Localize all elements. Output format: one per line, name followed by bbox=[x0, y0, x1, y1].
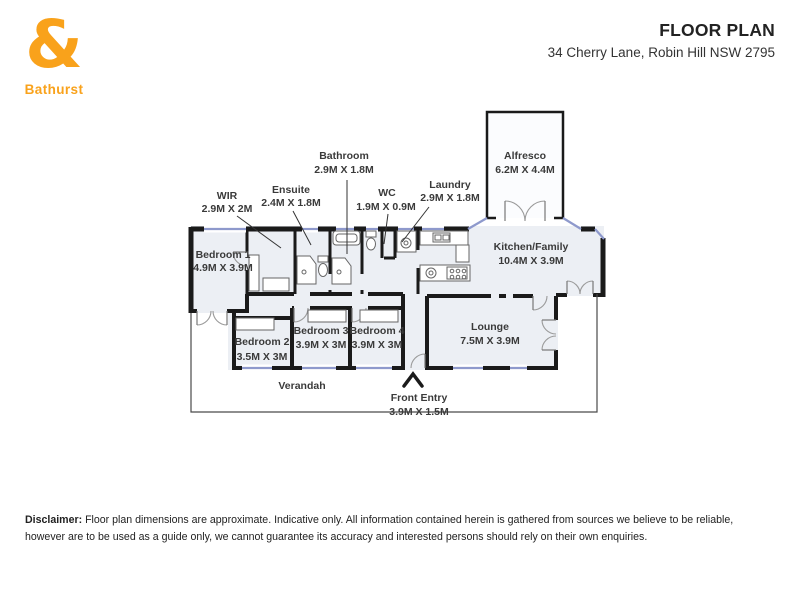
disclaimer-body: Floor plan dimensions are approximate. I… bbox=[25, 514, 734, 543]
front-entry-marker: Front Entry 3.9M X 1.5M bbox=[389, 371, 449, 418]
svg-text:Laundry: Laundry bbox=[429, 179, 471, 191]
svg-text:4.9M X 3.9M: 4.9M X 3.9M bbox=[193, 262, 253, 274]
verandah-outline bbox=[190, 294, 598, 413]
svg-text:Verandah: Verandah bbox=[278, 380, 325, 392]
leader-lines bbox=[236, 180, 430, 254]
svg-text:3.5M X 3M: 3.5M X 3M bbox=[237, 351, 288, 363]
svg-text:WIR: WIR bbox=[217, 190, 238, 202]
svg-text:Kitchen/Family: Kitchen/Family bbox=[494, 241, 569, 253]
svg-text:1.9M X 0.9M: 1.9M X 0.9M bbox=[356, 201, 416, 213]
fixtures bbox=[235, 230, 471, 331]
room-alfresco: Alfresco 6.2M X 4.4M bbox=[485, 110, 565, 220]
svg-text:2.9M X 1.8M: 2.9M X 1.8M bbox=[420, 192, 480, 204]
disclaimer-label: Disclaimer: bbox=[25, 514, 83, 526]
windows bbox=[204, 217, 605, 372]
svg-text:Bedroom 4: Bedroom 4 bbox=[350, 325, 405, 337]
svg-text:2.9M X 1.8M: 2.9M X 1.8M bbox=[314, 164, 374, 176]
svg-text:Front Entry: Front Entry bbox=[391, 392, 448, 404]
svg-text:3.9M X 3M: 3.9M X 3M bbox=[296, 339, 347, 351]
svg-text:Ensuite: Ensuite bbox=[272, 184, 310, 196]
svg-text:3.9M X 1.5M: 3.9M X 1.5M bbox=[389, 406, 449, 418]
property-address: 34 Cherry Lane, Robin Hill NSW 2795 bbox=[547, 45, 775, 60]
svg-text:Lounge: Lounge bbox=[471, 321, 509, 333]
svg-text:2.4M X 1.8M: 2.4M X 1.8M bbox=[261, 197, 321, 209]
agency-logo: & Bathurst bbox=[14, 6, 94, 98]
svg-text:7.5M X 3.9M: 7.5M X 3.9M bbox=[460, 335, 520, 347]
svg-text:Bathroom: Bathroom bbox=[319, 150, 369, 162]
title-block: FLOOR PLAN 34 Cherry Lane, Robin Hill NS… bbox=[548, 20, 775, 60]
svg-text:10.4M X 3.9M: 10.4M X 3.9M bbox=[498, 255, 564, 267]
page-title: FLOOR PLAN bbox=[659, 20, 775, 40]
room-dims: 6.2M X 4.4M bbox=[495, 164, 555, 176]
logo-brand-text: Bathurst bbox=[24, 82, 84, 97]
svg-text:2.9M X 2M: 2.9M X 2M bbox=[202, 203, 253, 215]
doors bbox=[196, 200, 594, 369]
svg-text:Bedroom 2: Bedroom 2 bbox=[235, 336, 290, 348]
svg-text:WC: WC bbox=[378, 187, 396, 199]
room-label: Alfresco bbox=[504, 150, 546, 162]
svg-text:Bedroom 3: Bedroom 3 bbox=[294, 325, 349, 337]
disclaimer-text: Disclaimer: Floor plan dimensions are ap… bbox=[25, 512, 770, 546]
svg-text:3.9M X 3M: 3.9M X 3M bbox=[352, 339, 403, 351]
ampersand-logo-icon: & bbox=[25, 6, 83, 83]
room-labels: WIR 2.9M X 2M Ensuite 2.4M X 1.8M Bathro… bbox=[193, 150, 568, 392]
svg-text:Bedroom 1: Bedroom 1 bbox=[196, 249, 251, 261]
